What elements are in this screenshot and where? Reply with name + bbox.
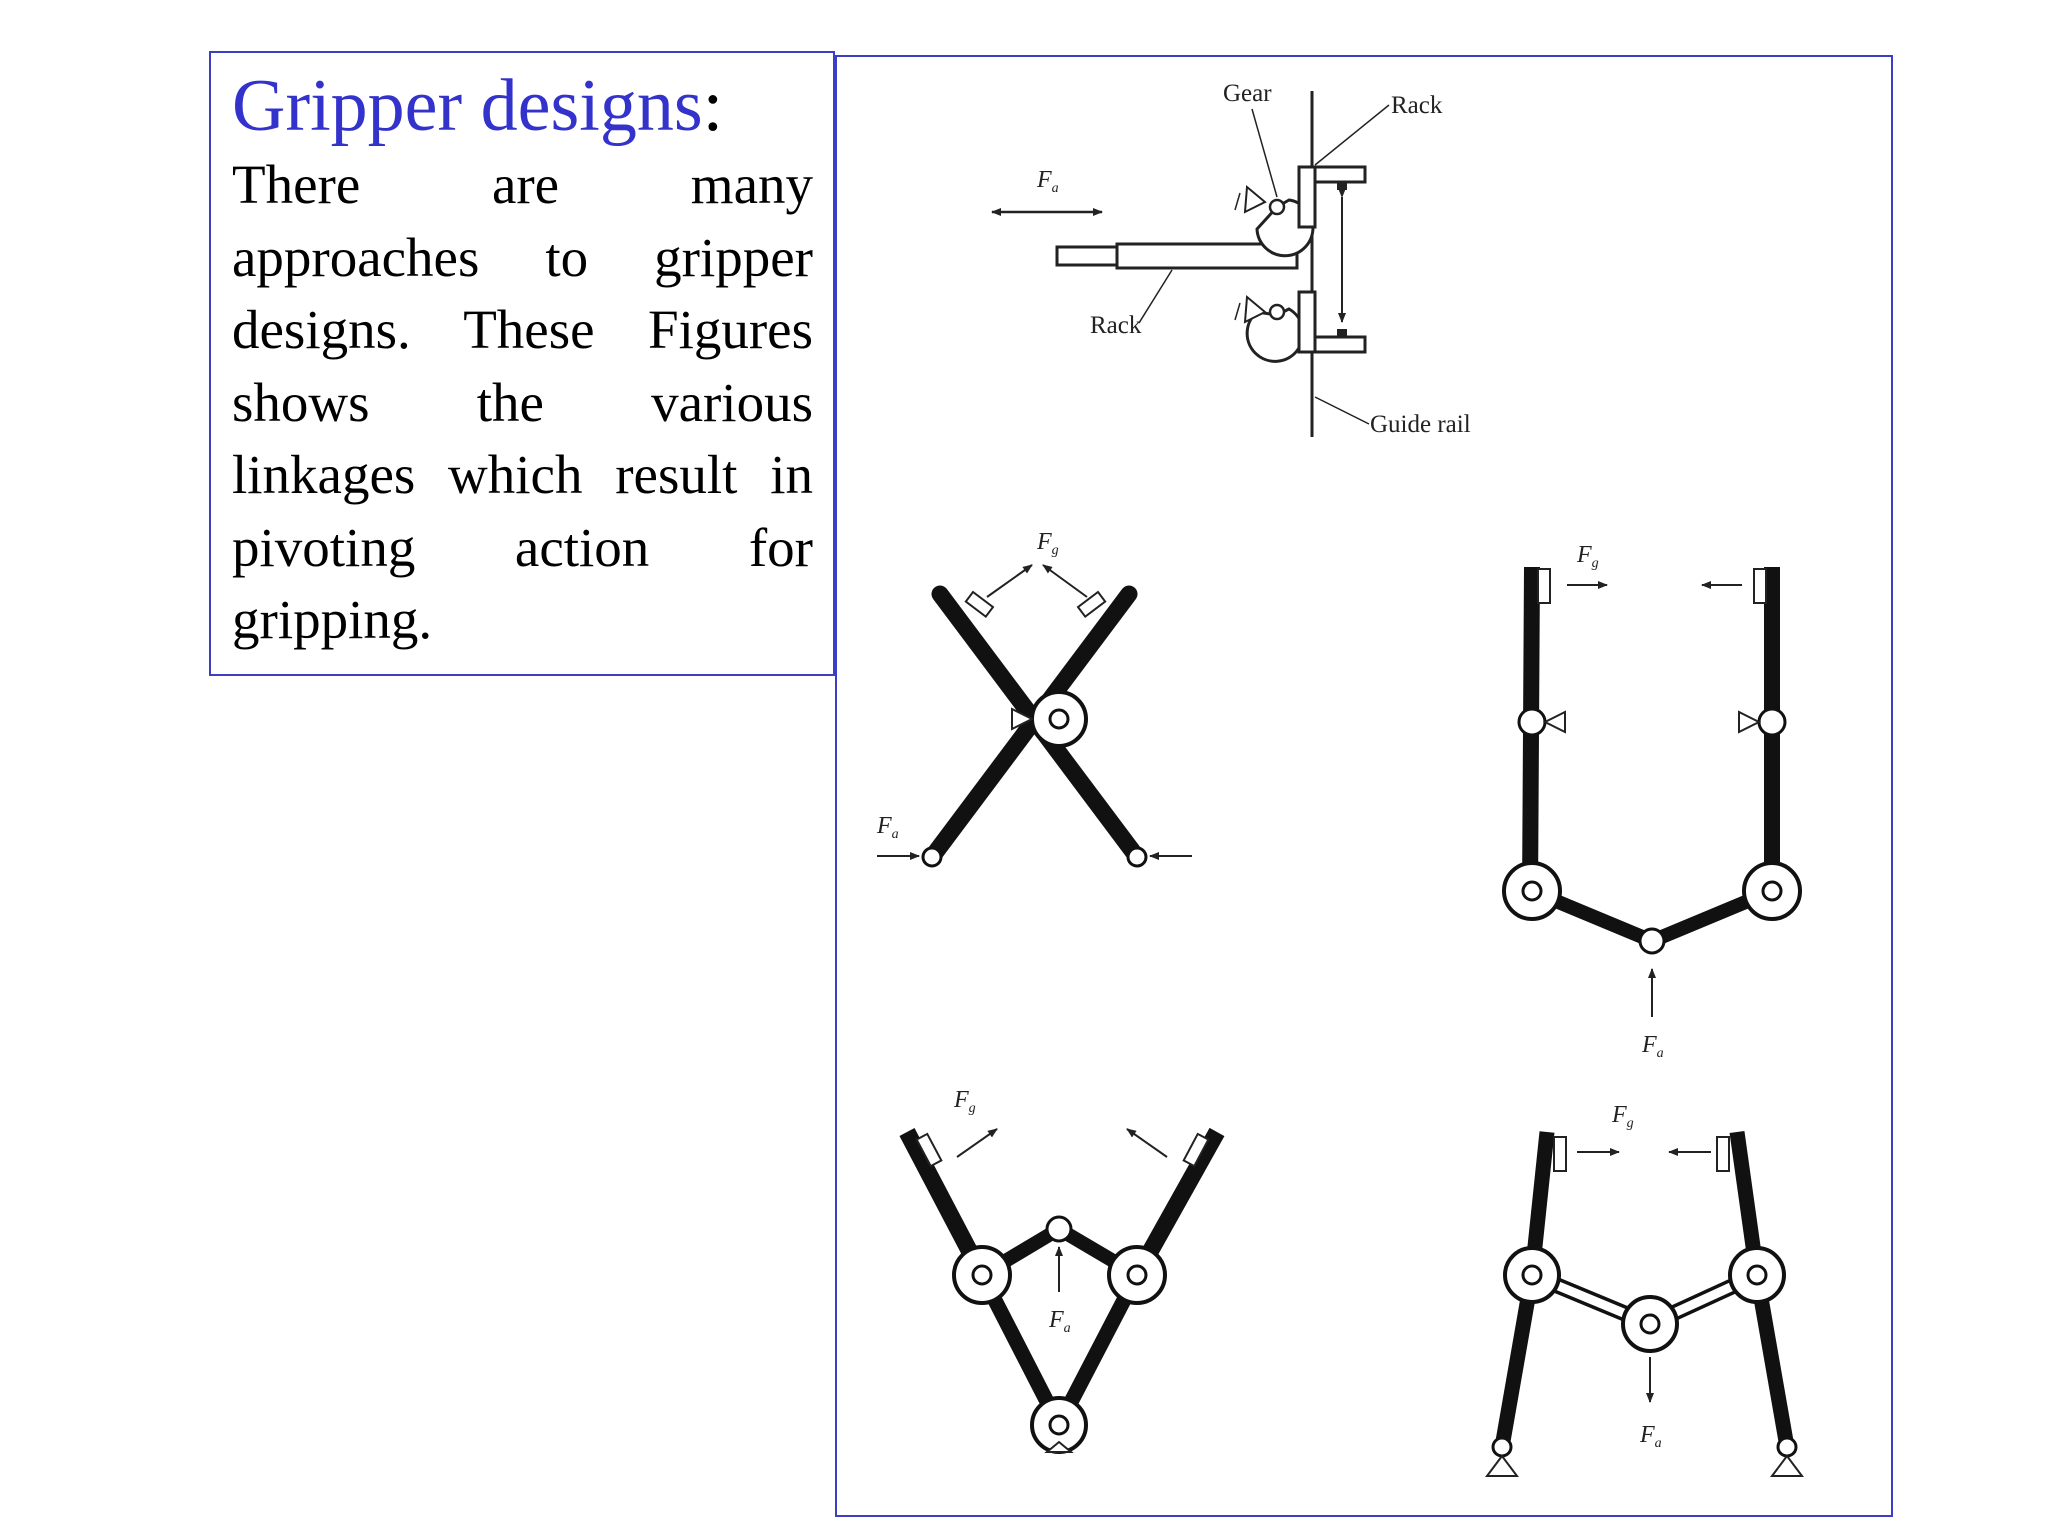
parallel-center-joint [1638, 927, 1666, 955]
lower-gear-pivot [1268, 303, 1286, 321]
fourbar-ground-right [1770, 1454, 1804, 1477]
v-base-ground [1044, 1440, 1074, 1453]
scissor-pad-right [1076, 590, 1107, 619]
rack-rod-end [1055, 245, 1119, 267]
v-top-joint [1045, 1215, 1073, 1243]
fourbar-center-joint-hole [1639, 1313, 1661, 1335]
parallel-fa-label: Fa [1641, 1032, 1664, 1061]
scissor-fg-arrow-right [1042, 564, 1088, 598]
fourbar-joint-left-hole [1521, 1264, 1543, 1286]
parallel-pad-right [1753, 568, 1767, 604]
scissor-fa-label: Fa [876, 813, 899, 842]
lower-ground-hatch [1234, 302, 1241, 321]
upper-finger-pad [1337, 182, 1347, 190]
four-bar-gripper: Fa Fg [1485, 1102, 1804, 1477]
scissor-fg-arrow-left [986, 564, 1033, 598]
v-pad-left [915, 1132, 943, 1168]
v-linkage-gripper: Fa Fg [899, 1087, 1225, 1454]
v-fg-label: Fg [953, 1087, 976, 1116]
rack-label-top: Rack [1391, 92, 1443, 119]
upper-finger-rack [1297, 165, 1317, 229]
fourbar-foot-right [1776, 1436, 1798, 1458]
fourbar-lower-left [1494, 1273, 1540, 1449]
fourbar-fg-label: Fg [1611, 1102, 1634, 1131]
fourbar-joint-right-hole [1746, 1264, 1768, 1286]
slide-title-text: Gripper designs [232, 65, 703, 147]
slide-title-colon: : [702, 65, 724, 147]
rack-left-leader [1138, 269, 1173, 324]
parallel-joint-right-hole [1761, 880, 1783, 902]
parallel-pad-left [1537, 568, 1551, 604]
upper-gear-pivot [1268, 198, 1286, 216]
lower-finger-pad [1337, 329, 1347, 337]
v-fg-arrow-right [1126, 1128, 1168, 1158]
gear-label: Gear [1223, 80, 1272, 107]
lower-ground-mount [1243, 294, 1267, 324]
parallel-pivot-right [1757, 707, 1787, 737]
rack-label-left: Rack [1090, 312, 1142, 339]
v-joint-right-hole [1126, 1264, 1148, 1286]
rack-gear-gripper: Fa Gear Rack Rack Guide rail [991, 80, 1471, 438]
fourbar-ground-left [1485, 1454, 1519, 1477]
rack-top-leader [1314, 104, 1390, 166]
v-fa-label: Fa [1048, 1307, 1071, 1336]
gear-leader [1251, 108, 1278, 198]
text-panel: Gripper designs: There are many approach… [209, 51, 835, 676]
parallel-pivot-left [1517, 707, 1547, 737]
slide-body: There are many approaches to gripper des… [232, 154, 813, 650]
fa-label-1: Fa [1036, 167, 1059, 196]
slide-title: Gripper designs: [232, 63, 813, 149]
v-pad-right [1182, 1132, 1210, 1168]
parallel-fg-label: Fg [1576, 542, 1599, 571]
guide-rail-label: Guide rail [1370, 411, 1471, 438]
scissor-pad-left [964, 590, 995, 619]
gripper-figure-panel: Fa Gear Rack Rack Guide rail Fa Fg [835, 55, 1893, 1517]
lower-finger [1313, 335, 1367, 354]
gripper-linkage-diagram: Fa Gear Rack Rack Guide rail Fa Fg [876, 80, 1804, 1477]
scissor-pivot-hole [1048, 708, 1070, 730]
parallel-ground-right [1738, 710, 1762, 734]
guide-rail-leader [1314, 396, 1370, 425]
upper-ground-mount [1243, 184, 1267, 214]
v-base-pivot-hole [1048, 1414, 1070, 1436]
fourbar-fa-label: Fa [1639, 1422, 1662, 1451]
fourbar-pad-left [1553, 1136, 1567, 1172]
upper-ground-hatch [1234, 192, 1241, 211]
fourbar-foot-left [1491, 1436, 1513, 1458]
scissor-end-left [921, 846, 943, 868]
v-fg-arrow-left [956, 1128, 998, 1158]
scissor-gripper: Fa Fg [876, 529, 1192, 868]
v-joint-left-hole [971, 1264, 993, 1286]
parallel-joint-left-hole [1521, 880, 1543, 902]
fourbar-lower-right [1749, 1273, 1795, 1449]
upper-finger [1313, 165, 1367, 184]
scissor-fg-label: Fg [1036, 529, 1059, 558]
fourbar-pad-right [1716, 1136, 1730, 1172]
parallel-finger-gripper: Fa Fg [1502, 542, 1802, 1061]
scissor-ground [1011, 707, 1035, 731]
parallel-ground-left [1542, 710, 1566, 734]
scissor-end-right [1126, 846, 1148, 868]
lower-finger-rack [1297, 290, 1317, 354]
